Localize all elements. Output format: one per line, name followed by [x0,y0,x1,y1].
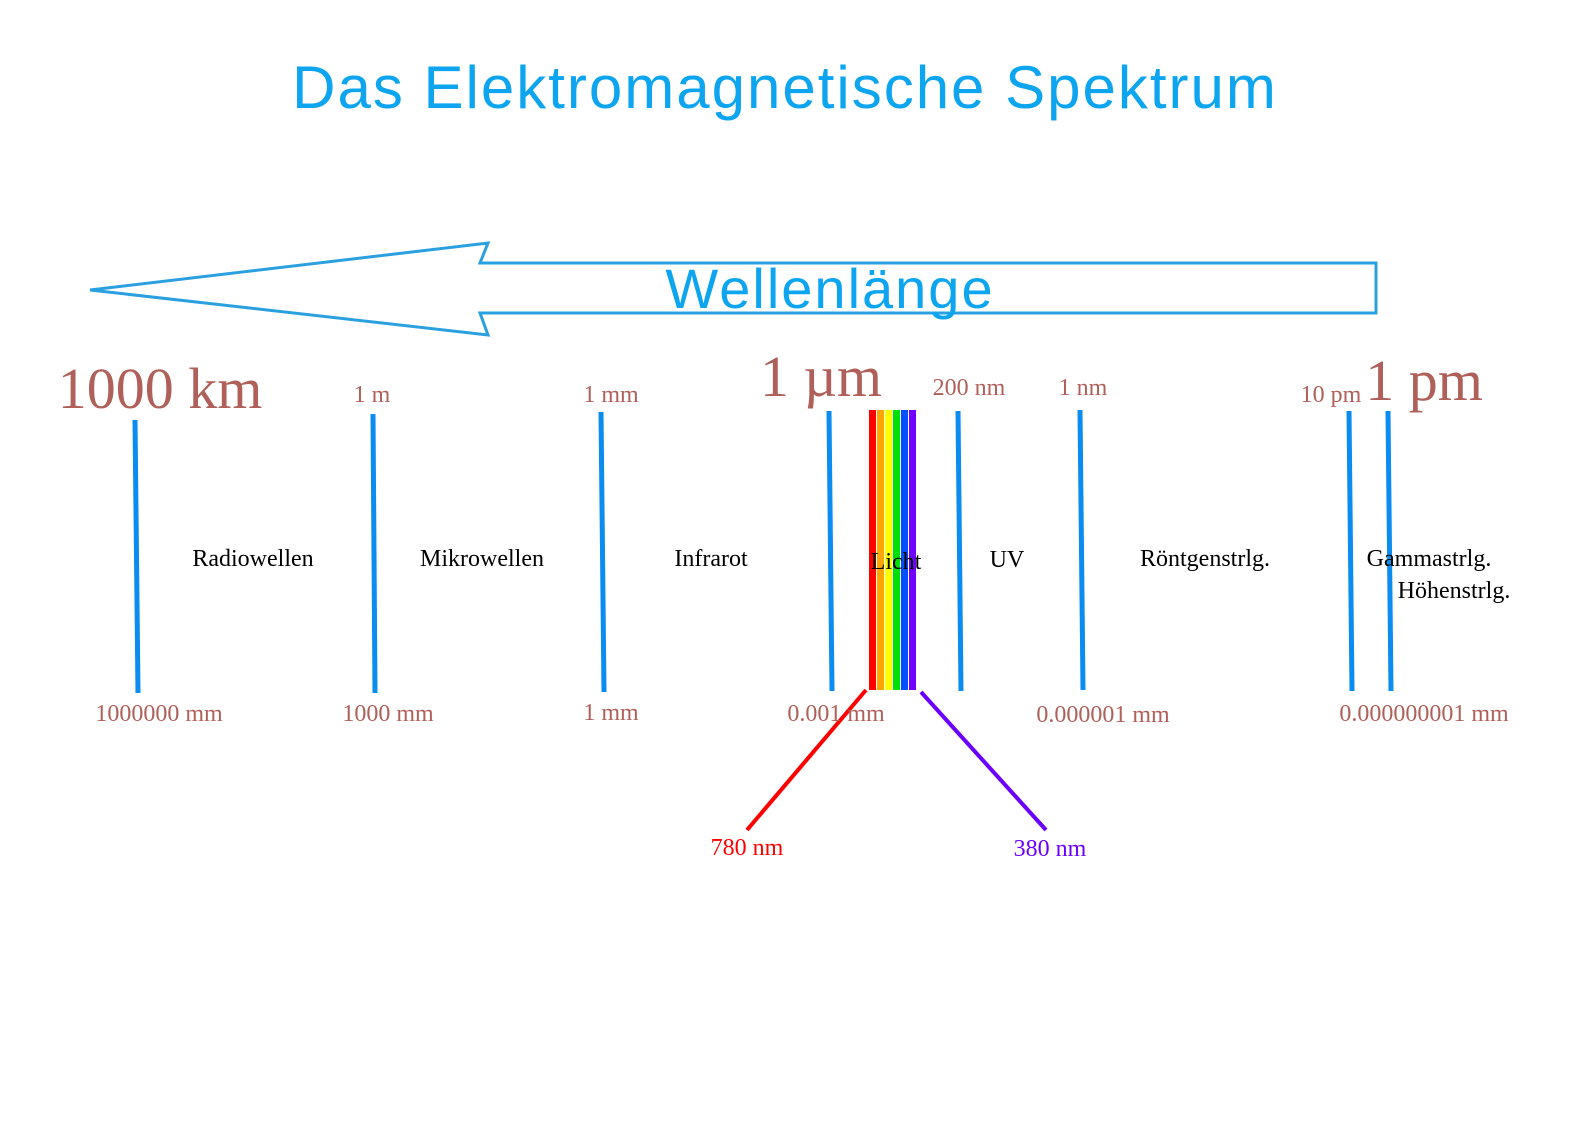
stripe-violet [909,410,916,690]
band-label-cosmic: Höhenstrlg. [1398,578,1511,604]
wavelength-arrow-icon [89,241,1378,337]
arrow-label: Wellenlänge [665,257,994,320]
band-label-gamma: Gammastrlg. [1367,546,1492,572]
violet-end-label: 380 nm [1014,836,1087,862]
band-labels: Radiowellen Mikrowellen Infrarot Licht U… [192,546,1510,604]
page-title: Das Elektromagnetische Spektrum [292,54,1278,121]
red-end-label: 780 nm [711,835,784,861]
band-label-light: Licht [871,549,922,575]
band-label-xray: Röntgenstrlg. [1140,546,1270,572]
tick-lines [132,409,1394,694]
top-label-1nm: 1 nm [1059,375,1108,401]
bottom-labels: 1000000 mm 1000 mm 1 mm 0.001 mm 0.00000… [95,700,1509,728]
stripe-red [869,410,876,690]
red-end-pointer [745,688,868,832]
bottom-label-0001mm: 0.001 mm [787,701,885,727]
tick-line-200nm [955,410,964,692]
stripe-green [893,410,900,690]
top-label-10pm: 10 pm [1301,382,1362,408]
top-labels: 1000 km 1 m 1 mm 1 µm 200 nm 1 nm 10 pm … [58,344,1483,421]
band-label-uv: UV [990,547,1025,573]
tick-line-1nm [1077,409,1086,691]
top-label-1pm: 1 pm [1365,348,1483,413]
band-label-infrared: Infrarot [674,546,748,572]
band-label-radio: Radiowellen [192,546,313,572]
stripe-blue [901,410,908,690]
bottom-label-0000001mm: 0.000001 mm [1036,702,1170,728]
bottom-label-1000000mm: 1000000 mm [95,701,223,727]
tick-line-1mm [598,411,607,693]
bottom-label-0000000001mm: 0.000000001 mm [1339,701,1509,727]
top-label-1000km: 1000 km [58,356,263,421]
band-label-microwave: Mikrowellen [420,546,544,572]
top-label-1um: 1 µm [760,344,882,409]
stripe-yellow [885,410,892,690]
bottom-label-1mm: 1 mm [583,700,639,726]
violet-end-pointer [919,690,1048,832]
top-label-1m: 1 m [354,382,391,408]
top-label-200nm: 200 nm [933,375,1006,401]
tick-line-1pm [1385,410,1394,692]
tick-line-1m [370,413,378,694]
stripe-orange [877,410,884,690]
tick-line-1000km [132,419,141,694]
top-label-1mm: 1 mm [583,382,639,408]
tick-line-1um [826,410,835,692]
tick-line-10pm [1346,410,1355,692]
bottom-label-1000mm: 1000 mm [342,701,434,727]
visible-spectrum-stripes [869,410,916,690]
